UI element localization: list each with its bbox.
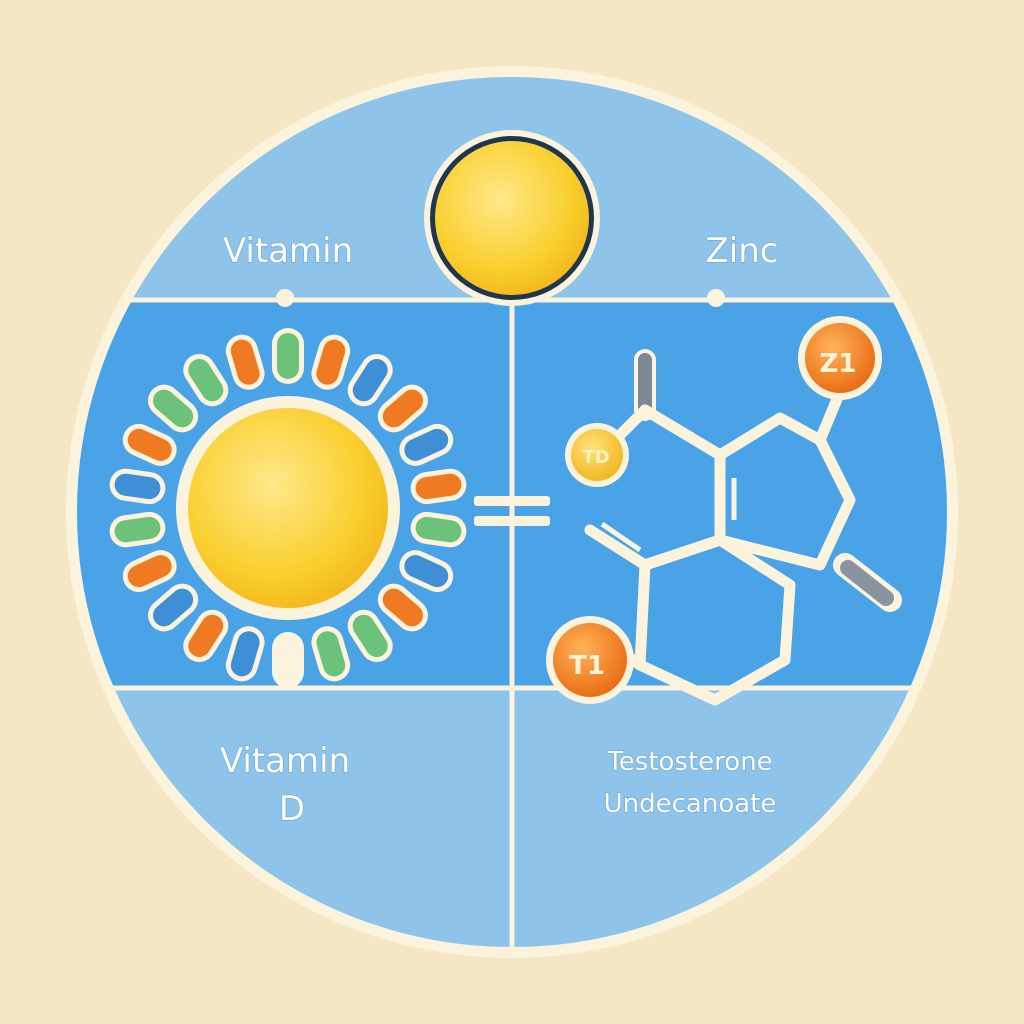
pill — [225, 334, 265, 390]
pill — [377, 583, 428, 632]
atom-td: TD — [565, 423, 629, 487]
pill-ring — [109, 328, 467, 688]
pill — [311, 626, 351, 682]
atom-z1-label: Z1 — [820, 349, 857, 379]
atom-t1-label: T1 — [569, 651, 605, 681]
pill — [183, 609, 229, 662]
atom-t1: T1 — [546, 616, 634, 704]
molecule-icon: Z1 TD T1 — [546, 316, 902, 706]
pill — [225, 626, 265, 682]
pill — [347, 354, 393, 407]
atom-z1: Z1 — [798, 316, 882, 400]
pill — [109, 468, 166, 505]
pill — [122, 423, 177, 466]
pill — [377, 384, 428, 433]
pill — [399, 550, 454, 593]
pill — [148, 583, 199, 632]
pill — [148, 384, 199, 433]
pill — [272, 328, 304, 384]
sun-icon — [424, 130, 600, 306]
atom-td-label: TD — [582, 447, 609, 468]
pill — [410, 468, 467, 505]
pill — [347, 609, 393, 662]
label-testosterone: Testosterone — [606, 747, 772, 777]
label-zinc: Zinc — [706, 231, 779, 271]
equals-icon — [474, 496, 550, 526]
pill — [122, 550, 177, 593]
pill — [183, 354, 229, 407]
pill — [272, 632, 304, 688]
label-vitamin-top: Vitamin — [223, 231, 353, 271]
pill — [109, 511, 166, 548]
lower-ring — [634, 534, 796, 706]
vitamin-d-sun-icon — [109, 328, 467, 688]
divider-dot-left — [276, 289, 294, 307]
divider-dot-right — [707, 289, 725, 307]
pill — [410, 511, 467, 548]
label-vitamin-d-line2: D — [279, 789, 305, 829]
label-vitamin-d-line1: Vitamin — [220, 741, 350, 781]
pill — [311, 334, 351, 390]
pill — [399, 423, 454, 466]
label-undecanoate: Undecanoate — [604, 789, 777, 819]
